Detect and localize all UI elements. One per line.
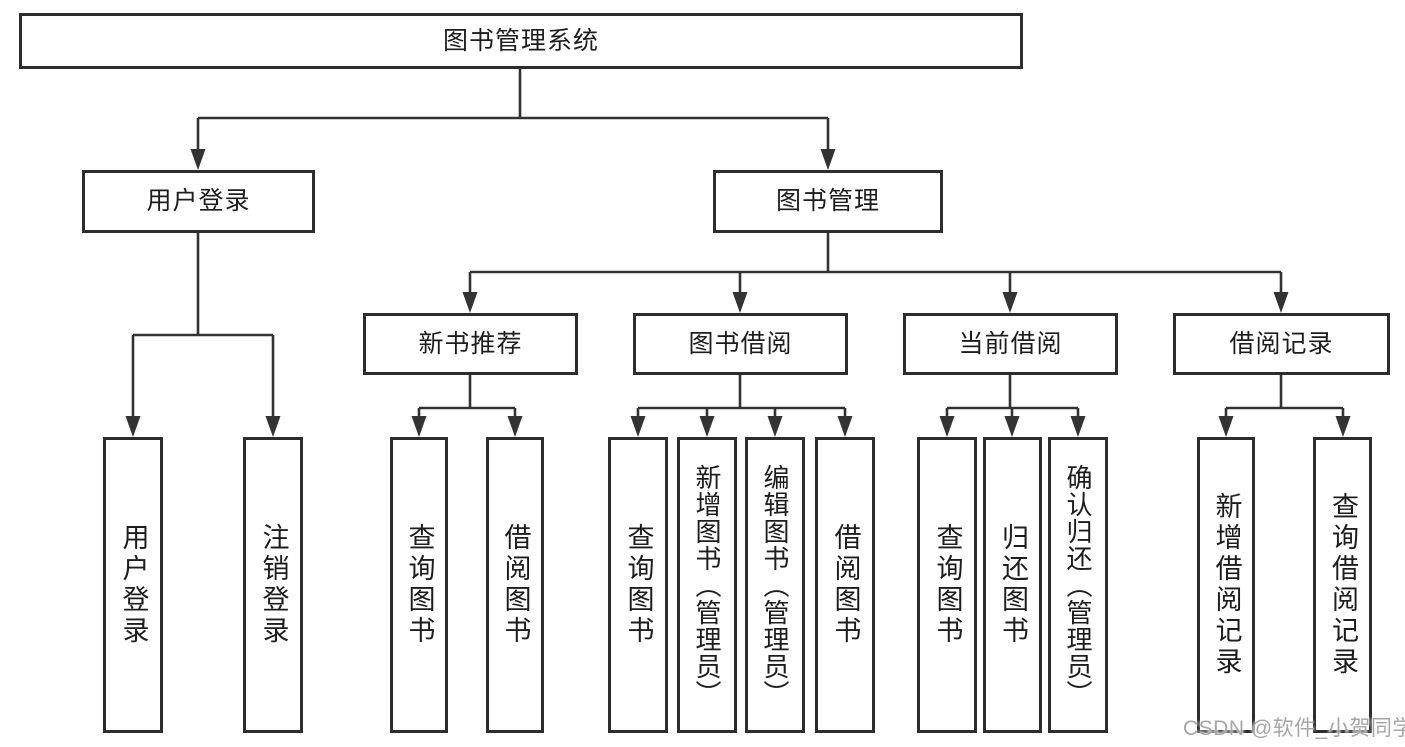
node-book-management: 图书管理 bbox=[713, 170, 943, 233]
node-book-borrowing-label: 图书借阅 bbox=[688, 329, 793, 358]
node-user-login: 用户登录 bbox=[82, 170, 315, 233]
leaf-nbr-borrow-books: 借阅图书 bbox=[486, 437, 544, 733]
watermark-text: CSDN @软件_小贺同学 bbox=[1183, 717, 1405, 740]
node-user-login-label: 用户登录 bbox=[146, 187, 251, 215]
node-new-book-recommend: 新书推荐 bbox=[363, 313, 578, 375]
node-root: 图书管理系统 bbox=[19, 13, 1023, 69]
leaf-cb-return-books-label: 归还图书 bbox=[998, 523, 1028, 647]
leaf-logout-label: 注销登录 bbox=[258, 523, 289, 647]
leaf-logout: 注销登录 bbox=[243, 437, 303, 733]
leaf-bb-borrow-books-label: 借阅图书 bbox=[830, 523, 861, 647]
leaf-bb-add-books-admin-label: 新增图书（管理员） bbox=[692, 463, 722, 707]
node-borrowing-records: 借阅记录 bbox=[1173, 313, 1390, 375]
leaf-bb-query-books: 查询图书 bbox=[608, 437, 668, 733]
leaf-bb-add-books-admin: 新增图书（管理员） bbox=[677, 437, 737, 733]
leaf-br-query-record-label: 查询借阅记录 bbox=[1328, 492, 1358, 678]
leaf-cb-return-books: 归还图书 bbox=[983, 437, 1042, 733]
leaf-cb-confirm-return-admin-label: 确认归还（管理员） bbox=[1063, 463, 1093, 707]
leaf-bb-edit-books-admin-label: 编辑图书（管理员） bbox=[760, 463, 790, 707]
leaf-bb-borrow-books: 借阅图书 bbox=[815, 437, 875, 733]
node-new-book-recommend-label: 新书推荐 bbox=[418, 329, 523, 358]
leaf-user-login: 用户登录 bbox=[103, 437, 163, 733]
leaf-bb-query-books-label: 查询图书 bbox=[623, 523, 654, 647]
leaf-cb-query-books-label: 查询图书 bbox=[932, 523, 963, 647]
node-borrowing-records-label: 借阅记录 bbox=[1229, 329, 1334, 358]
leaf-br-query-record: 查询借阅记录 bbox=[1313, 437, 1372, 733]
leaf-user-login-label: 用户登录 bbox=[118, 523, 149, 647]
leaf-nbr-borrow-books-label: 借阅图书 bbox=[500, 523, 531, 647]
node-root-label: 图书管理系统 bbox=[442, 26, 599, 55]
leaf-cb-query-books: 查询图书 bbox=[917, 437, 977, 733]
leaf-br-add-record: 新增借阅记录 bbox=[1197, 437, 1255, 733]
node-book-borrowing: 图书借阅 bbox=[633, 313, 848, 375]
node-current-borrowing: 当前借阅 bbox=[903, 313, 1118, 375]
leaf-cb-confirm-return-admin: 确认归还（管理员） bbox=[1048, 437, 1108, 733]
leaf-bb-edit-books-admin: 编辑图书（管理员） bbox=[745, 437, 805, 733]
leaf-nbr-query-books-label: 查询图书 bbox=[404, 523, 435, 647]
tree-edges bbox=[131, 69, 1345, 433]
node-current-borrowing-label: 当前借阅 bbox=[958, 329, 1063, 358]
node-book-management-label: 图书管理 bbox=[775, 187, 880, 215]
leaf-br-add-record-label: 新增借阅记录 bbox=[1211, 492, 1242, 678]
leaf-nbr-query-books: 查询图书 bbox=[390, 437, 448, 733]
